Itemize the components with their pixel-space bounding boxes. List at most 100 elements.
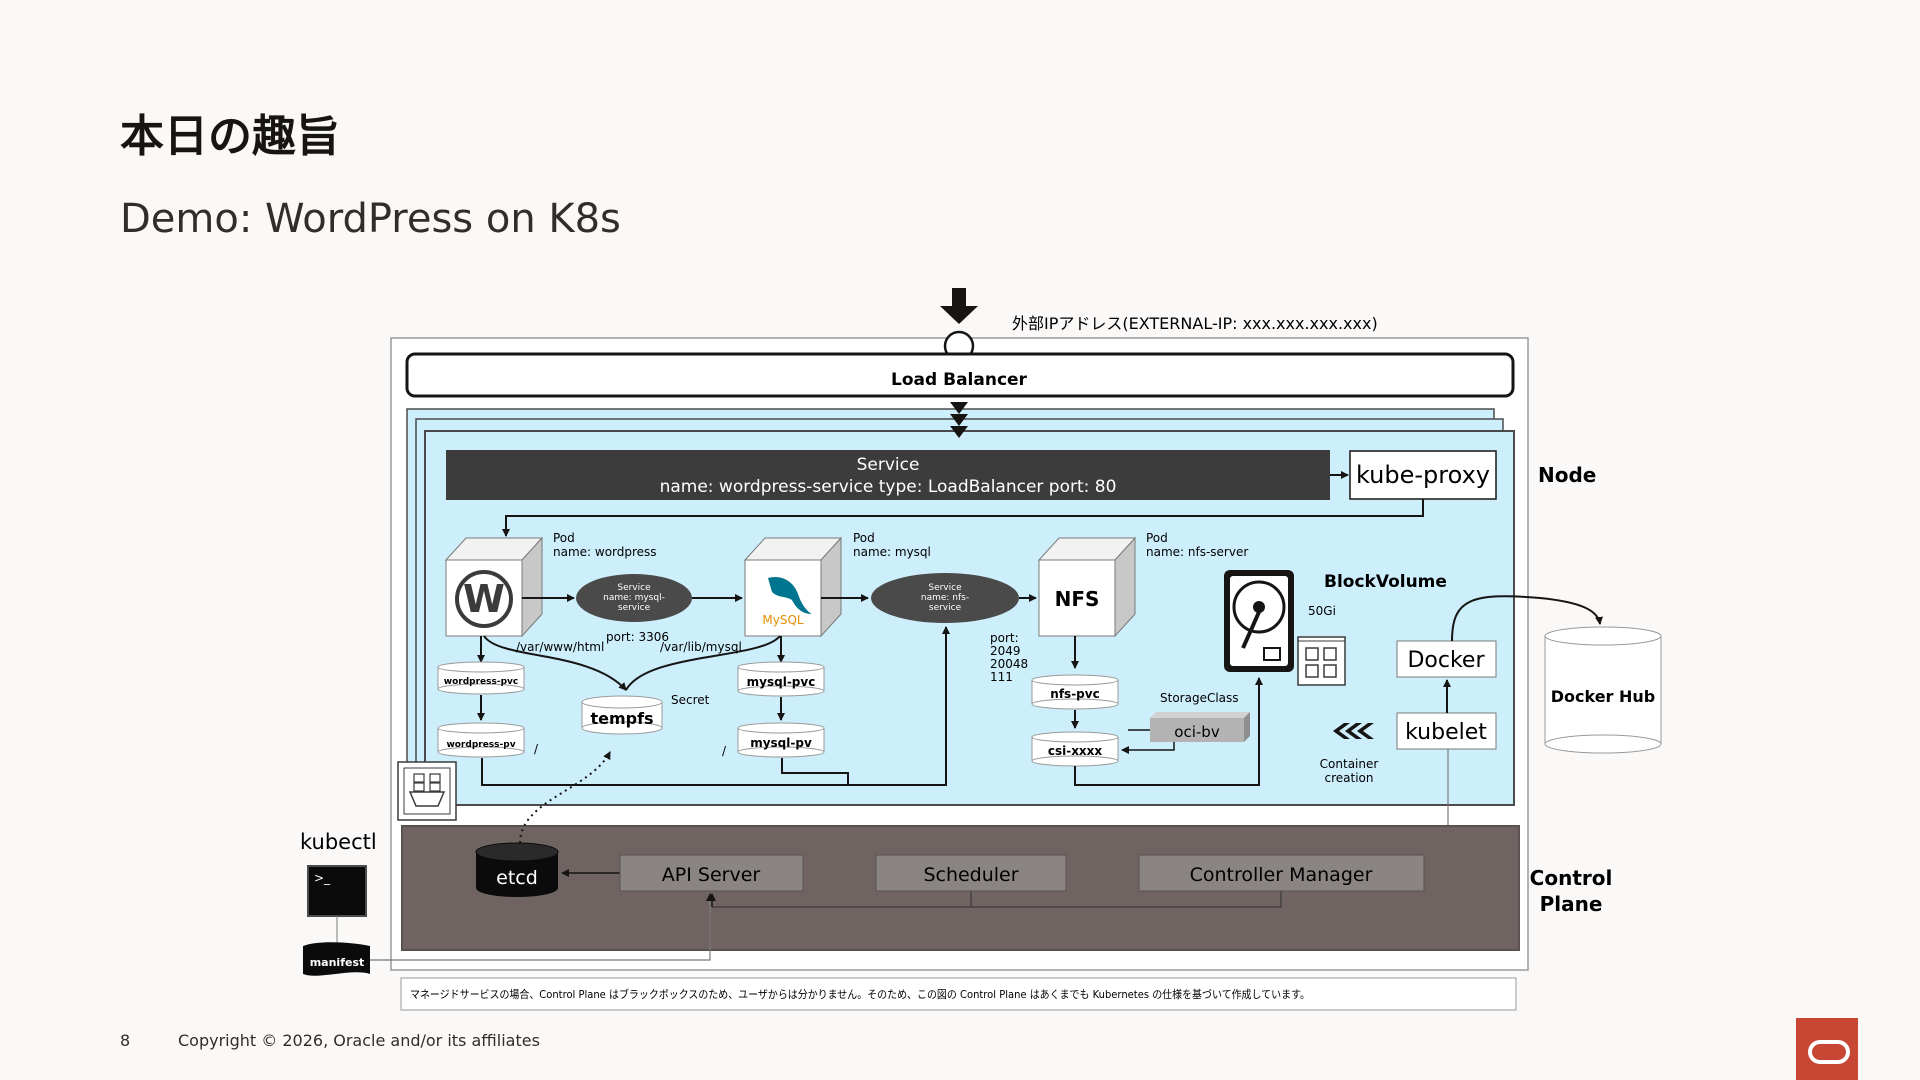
scheduler-box: [875, 854, 1067, 892]
mysql-service-oval: [576, 574, 692, 622]
disclaimer-text: マネージドサービスの場合、Control Plane はブラックボックスのため、…: [410, 987, 1310, 1001]
etcd-cylinder: [475, 842, 559, 897]
mysql-pv-to-nfs-line: [781, 758, 849, 785]
copyright-text: Copyright © 2026, Oracle and/or its affi…: [178, 1031, 540, 1050]
storage-class-to-csi-arrow: [1121, 742, 1175, 754]
control-plane-label-line1: Control: [1530, 866, 1613, 890]
mysql-port-label: port: 3306: [606, 630, 669, 644]
wordpress-pv-label: wordpress-pv: [446, 740, 515, 750]
service-details: name: wordpress-service type: LoadBalanc…: [660, 477, 1117, 497]
nfs-pvc-label: nfs-pvc: [1050, 687, 1099, 701]
nfs-service-oval: [871, 573, 1019, 623]
pod-mysql-name: name: mysql: [853, 545, 931, 559]
mysql-pv-mount-slash: /: [722, 744, 727, 758]
terminal-icon: [307, 865, 367, 917]
mysql-pv-label: mysql-pv: [750, 736, 812, 750]
mysql-mount-path: /var/lib/mysql: [660, 640, 742, 654]
nfs-port-2049: 2049: [990, 644, 1021, 658]
kubectl-label: kubectl: [300, 830, 377, 854]
mysql-service-line3: service: [618, 603, 651, 613]
terminal-prompt: >_: [314, 871, 331, 885]
hard-disk-icon: [1224, 570, 1294, 672]
kube-proxy-box: [1349, 450, 1497, 500]
external-ip-label: 外部IPアドレス(EXTERNAL-IP: xxx.xxx.xxx.xxx): [1012, 314, 1378, 333]
mysql-pod-cube: [743, 536, 843, 638]
container-creation-chevrons: [1333, 723, 1374, 739]
disclaimer-box: [400, 977, 1517, 1011]
mysql-dolphin-icon: [768, 576, 812, 614]
csi-cylinder: [1031, 731, 1119, 767]
nfs-port-label: port:: [990, 631, 1019, 645]
pod-nfs-name: name: nfs-server: [1146, 545, 1248, 559]
control-plane-label-line2: Plane: [1540, 892, 1603, 916]
mysql-service-line1: Service: [617, 583, 651, 593]
oci-bv-label: oci-bv: [1174, 723, 1220, 741]
docker-hub-label: Docker Hub: [1551, 687, 1656, 706]
wordpress-pv-mount-slash: /: [534, 742, 539, 756]
nfs-label: NFS: [1055, 587, 1100, 611]
load-balancer-label: Load Balancer: [891, 370, 1028, 390]
manifest-document-icon: [303, 942, 370, 976]
slide-title: 本日の趣旨: [120, 111, 340, 162]
wordpress-mount-curve: [483, 635, 627, 691]
tempfs-label: tempfs: [590, 709, 653, 728]
wordpress-mount-path: /var/www/html: [516, 640, 604, 654]
kube-proxy-label: kube-proxy: [1356, 461, 1490, 489]
nfs-pod-cube: [1037, 536, 1137, 638]
etcd-to-tempfs-dotted-arrow: [519, 751, 611, 844]
mysql-pvc-label: mysql-pvc: [747, 675, 816, 689]
mysql-pv-cylinder: [737, 722, 825, 758]
nfs-service-line1: Service: [928, 583, 962, 593]
secret-label: Secret: [671, 693, 710, 707]
csi-to-block-volume-arrow: [1074, 677, 1263, 786]
controller-to-api-line: [971, 891, 1282, 908]
storage-class-label: StorageClass: [1160, 691, 1239, 705]
node-label: Node: [1538, 463, 1596, 487]
ingress-arrow-head: [940, 306, 978, 324]
nfs-service-line2: name: nfs-: [921, 593, 969, 603]
docker-label: Docker: [1407, 648, 1485, 673]
nfs-port-111: 111: [990, 670, 1013, 684]
controller-manager-label: Controller Manager: [1190, 864, 1373, 886]
pod-nfs-label: Pod: [1146, 531, 1168, 545]
wordpress-pv-cylinder: [437, 722, 525, 758]
mysql-pvc-cylinder: [737, 661, 825, 697]
manifest-to-api-server-line: [370, 893, 714, 961]
kube-proxy-to-wordpress-arrow: [502, 499, 1424, 537]
page-number: 8: [120, 1031, 131, 1050]
load-balancer: [405, 352, 1515, 398]
kubelet-box: [1396, 712, 1497, 750]
api-server-label: API Server: [662, 864, 761, 886]
k8s-node-icon: [397, 761, 457, 821]
docker-hub-cylinder: [1544, 626, 1662, 754]
etcd-label: etcd: [496, 867, 538, 889]
svg-text:W: W: [463, 577, 505, 621]
oracle-logo-icon: [1796, 1018, 1858, 1080]
wordpress-pvc-label: wordpress-pvc: [444, 677, 518, 687]
docker-box: [1396, 640, 1497, 678]
kubelet-label: kubelet: [1405, 720, 1487, 745]
wordpress-logo-icon: W: [455, 570, 513, 628]
mysql-mount-curve: [625, 635, 781, 691]
block-volume-size: 50Gi: [1308, 604, 1336, 618]
container-creation-line1: Container: [1320, 757, 1379, 771]
nfs-pvc-cylinder: [1031, 674, 1119, 710]
pod-mysql-label: Pod: [853, 531, 875, 545]
ingress-arrow-shaft: [952, 288, 966, 308]
wordpress-pv-to-nfs-line: [481, 626, 950, 786]
api-server-box: [619, 854, 804, 892]
block-storage-grid-icon: [1297, 636, 1346, 686]
mysql-logo-text: MySQL: [762, 613, 804, 627]
container-creation-line2: creation: [1325, 771, 1374, 785]
manifest-label: manifest: [310, 956, 365, 969]
block-volume-label: BlockVolume: [1324, 572, 1447, 592]
scheduler-label: Scheduler: [923, 864, 1018, 886]
docker-to-hub-arrow: [1451, 595, 1603, 642]
mysql-service-line2: name: mysql-: [603, 593, 665, 603]
nfs-service-line3: service: [929, 603, 962, 613]
oci-bv-box: [1150, 712, 1250, 742]
wordpress-pvc-cylinder: [437, 661, 525, 695]
nfs-port-20048: 20048: [990, 657, 1028, 671]
slide-subtitle: Demo: WordPress on K8s: [120, 196, 621, 242]
